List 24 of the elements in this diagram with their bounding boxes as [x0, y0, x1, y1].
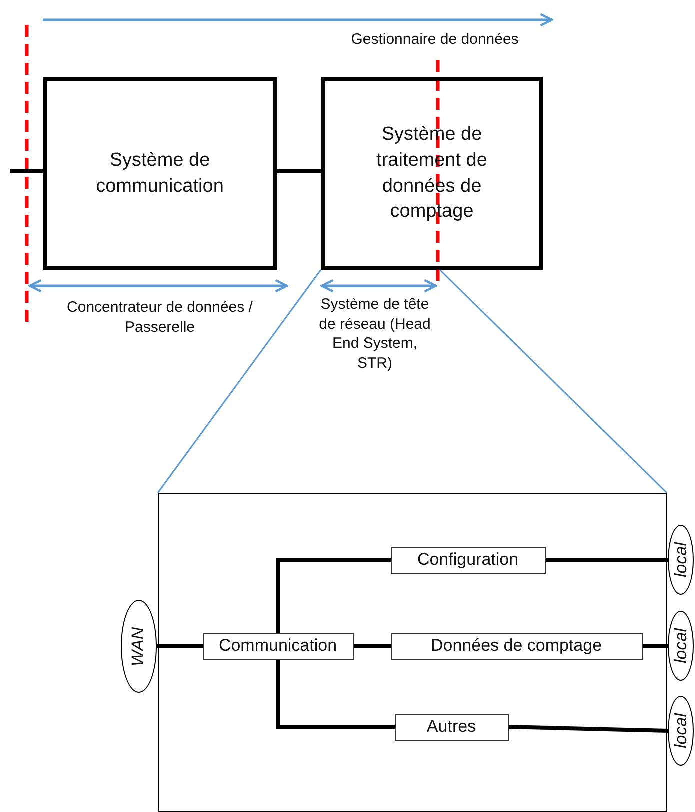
function-box: Configuration [390, 546, 546, 574]
zoom-line [157, 270, 322, 494]
connector-line [508, 725, 668, 733]
function-box: Données de comptage [390, 632, 642, 660]
annotation-label: Gestionnaire de données [350, 30, 520, 50]
interface-ellipse: local [668, 525, 694, 595]
connector-line [157, 644, 203, 648]
function-box: Communication [202, 632, 354, 660]
zoom-line [439, 269, 668, 494]
detail-frame [158, 493, 667, 812]
interface-ellipse: local [668, 611, 694, 681]
connector-line [354, 644, 391, 648]
connector-line [277, 169, 321, 173]
connector-line [276, 558, 391, 633]
system-box: Système de communication [43, 77, 277, 270]
connector-line [10, 169, 43, 173]
connector-line [276, 660, 395, 729]
interface-ellipse: local [668, 696, 694, 766]
connector-line [546, 558, 668, 562]
annotation-label: Système de tête de réseau (Head End System, STR) [318, 295, 432, 373]
connector-line [643, 644, 668, 648]
annotation-label: Concentrateur de données / Passerelle [66, 298, 254, 337]
function-box: Autres [394, 714, 508, 740]
interface-ellipse: WAN [121, 600, 157, 693]
